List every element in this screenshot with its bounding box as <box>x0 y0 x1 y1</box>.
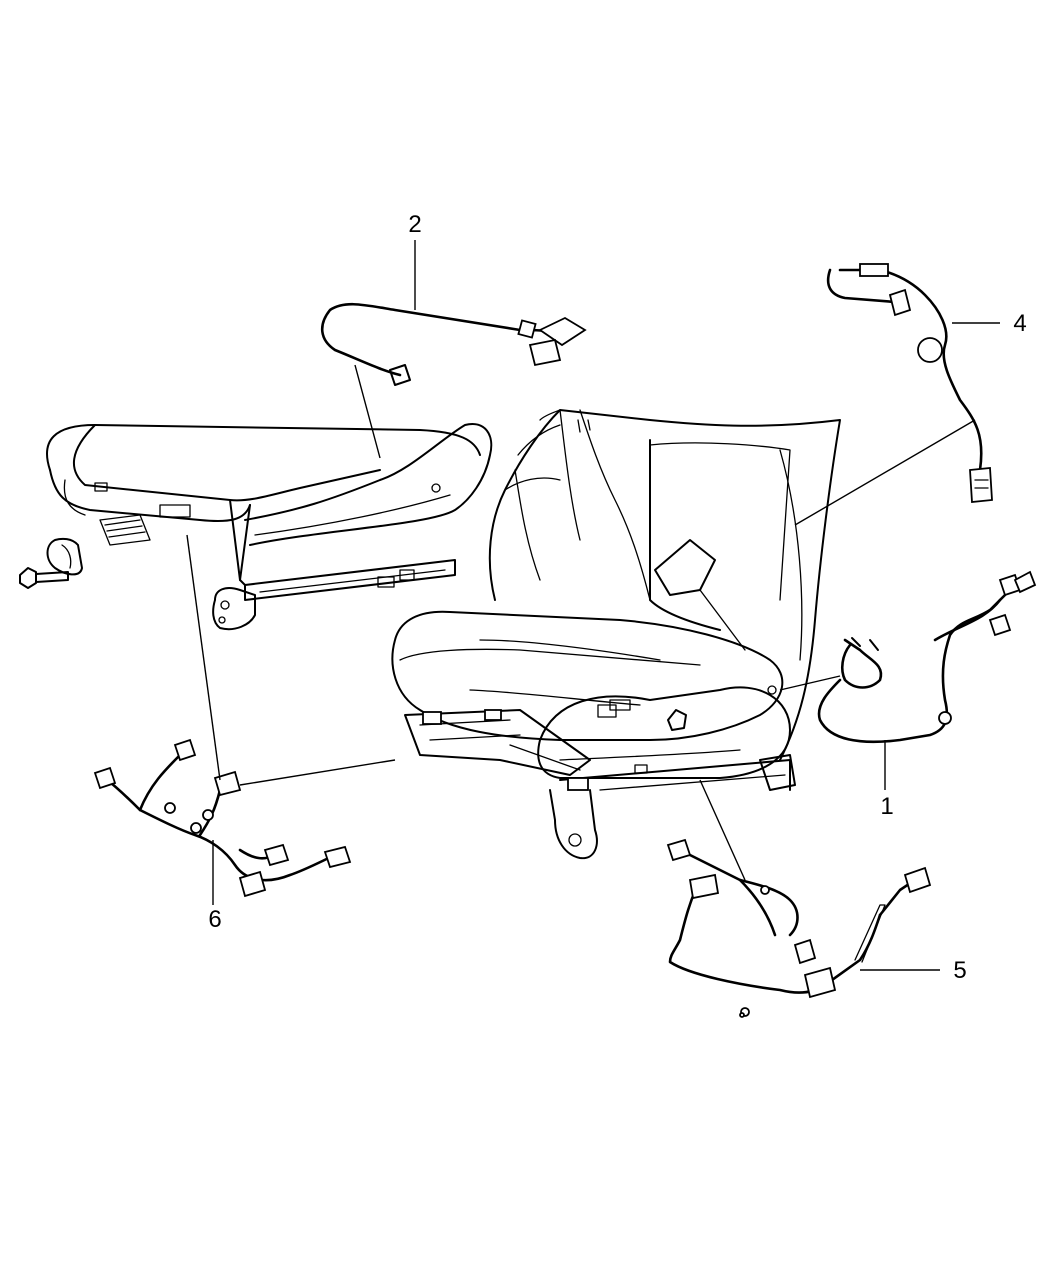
leader-lines <box>186 240 1000 971</box>
leader-4-to-seat <box>794 419 976 526</box>
main-seat <box>391 409 841 860</box>
callout-2: 2 <box>408 211 421 238</box>
leader-6-to-left-seat <box>186 534 221 781</box>
callout-6: 6 <box>208 906 221 933</box>
leader-5-to-seat <box>699 779 746 881</box>
callout-4: 4 <box>1013 310 1026 337</box>
callout-1: 1 <box>880 793 893 820</box>
left-seat-cushion <box>46 423 493 631</box>
harness-2 <box>321 302 587 386</box>
harness-4 <box>826 263 993 503</box>
leader-2-to-seat <box>354 364 381 459</box>
callouts: 2 4 1 5 6 <box>208 211 1026 984</box>
harness-6 <box>93 738 352 898</box>
callout-5: 5 <box>953 957 966 984</box>
harness-1 <box>817 570 1037 744</box>
harness-5 <box>666 838 932 1018</box>
leader-1-to-seat <box>779 675 841 691</box>
leader-6-to-seat <box>239 759 396 786</box>
bolt-and-clip <box>19 537 83 589</box>
